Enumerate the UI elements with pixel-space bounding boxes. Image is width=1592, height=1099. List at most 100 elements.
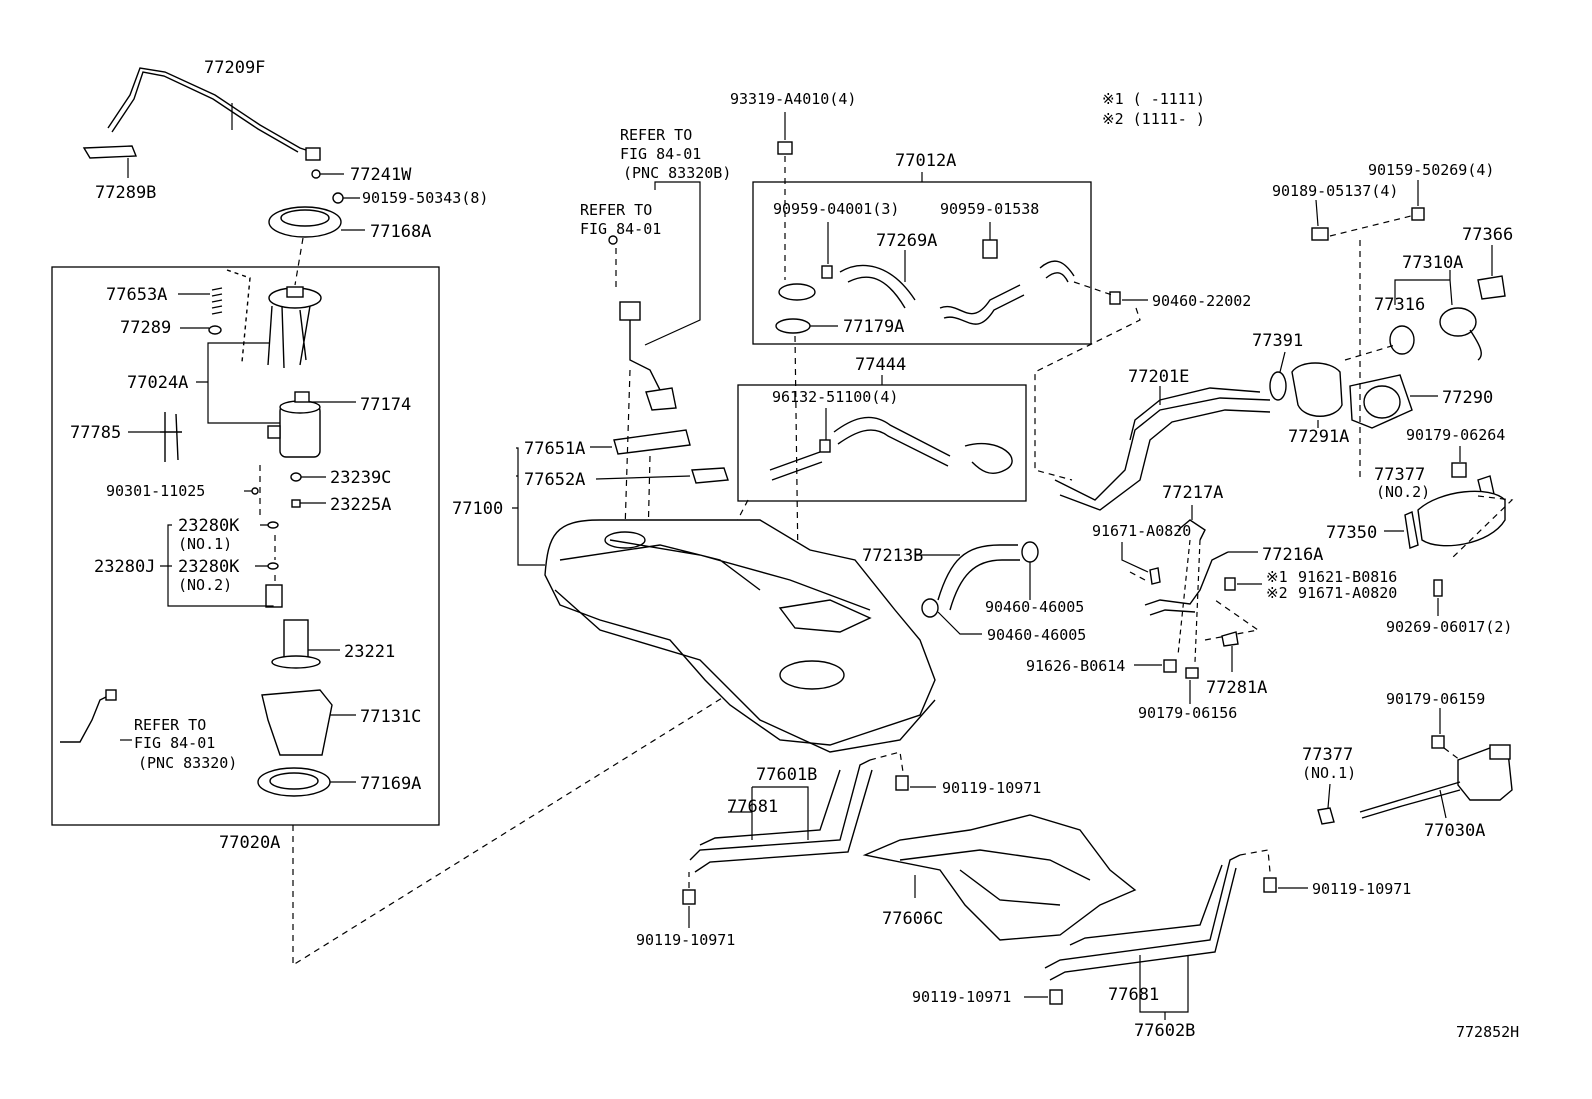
left-refer-line3: (PNC 83320) [138, 754, 237, 772]
fuel-pump-base [271, 655, 321, 669]
cushion-77377-no1 [1317, 807, 1335, 825]
dash-opener [1443, 747, 1461, 761]
leader-77310A [1394, 270, 1453, 306]
cushion-77289 [208, 325, 222, 335]
label-23239C: 23239C [330, 468, 391, 488]
screw-90189-05137 [1311, 227, 1329, 241]
label-77377-no1: 77377 [1302, 745, 1353, 765]
label-77209F: 77209F [204, 58, 265, 78]
clip-90959-04001 [821, 265, 833, 279]
clip-96132-51100 [819, 439, 831, 453]
label-23280J: 23280J [94, 557, 155, 577]
label-77024A: 77024A [127, 373, 188, 393]
hose-tail [1039, 260, 1075, 283]
dash-vent [1034, 281, 1141, 481]
label-77652A: 77652A [524, 470, 585, 490]
label-77653A: 77653A [106, 285, 167, 305]
gauge-sender-arm [629, 320, 661, 391]
leader-77601B [728, 786, 809, 840]
spring-guide-dash [226, 269, 251, 363]
label-77020A: 77020A [219, 833, 280, 853]
left-refer-line2: FIG 84-01 [134, 734, 215, 752]
label-90189-05137: 90189-05137(4) [1272, 182, 1398, 200]
tank-sender-hole [604, 531, 646, 549]
label-77213B: 77213B [862, 546, 923, 566]
filler-pipe-77201E-breather [1129, 387, 1261, 441]
assembly-77020A-box [51, 266, 440, 826]
pump-cup-77131C [261, 689, 333, 756]
label-90159-50269: 90159-50269(4) [1368, 161, 1494, 179]
pump-module-rods [267, 305, 311, 369]
label-77444: 77444 [855, 355, 906, 375]
plate-77652A [691, 467, 729, 484]
fuel-cap-tether [1469, 329, 1482, 361]
leader-77100 [512, 447, 545, 566]
label-77602B: 77602B [1134, 1021, 1195, 1041]
leader-refer1 [644, 181, 701, 346]
label-23280K-no2: 23280K [178, 557, 240, 577]
hose-77444-loop [964, 442, 1013, 474]
retainer-ring-inner [280, 209, 330, 227]
protector-77606C [862, 814, 1137, 941]
label-90959-01538: 90959-01538 [940, 200, 1039, 218]
label-77269A: 77269A [876, 231, 937, 251]
label-77131C: 77131C [360, 707, 421, 727]
sensor-wire-77209F-outline [111, 71, 299, 153]
leader-77391 [1279, 351, 1286, 373]
plate-77651A [613, 429, 691, 455]
label-77030A: 77030A [1424, 821, 1485, 841]
fuel-lid-opener-group [1317, 708, 1513, 825]
screw-90159-50269 [1411, 207, 1425, 221]
label-77377-no2: 77377 [1374, 465, 1425, 485]
label-23280K-no1: 23280K [178, 516, 240, 536]
label-77012A: 77012A [895, 151, 956, 171]
sender-wire [60, 694, 111, 743]
leader-77377-no1 [1327, 783, 1331, 809]
clip-77241W [311, 169, 321, 179]
clip-23225A [291, 499, 301, 508]
opener-connector [1489, 744, 1511, 760]
label-77216A: 77216A [1262, 545, 1323, 565]
part-labels: 77209F 77289B 77241W 90159-50343(8) 7716… [70, 58, 1519, 1041]
label-77681-right: 77681 [1108, 985, 1159, 1005]
hose-77269A-b [939, 284, 1025, 325]
top-refer1-line2: FIG 84-01 [620, 145, 701, 163]
label-77289B: 77289B [95, 183, 156, 203]
gasket-77179A [775, 318, 811, 334]
clamp-90460-46005-b [921, 598, 939, 618]
label-no1-a: (NO.1) [178, 535, 232, 553]
top-refer1-line3: (PNC 83320B) [623, 164, 731, 182]
label-90301-11025: 90301-11025 [106, 482, 205, 500]
gasket-77169A [257, 767, 331, 797]
bolt-93319 [777, 141, 793, 155]
label-77217A: 77217A [1162, 483, 1223, 503]
dash-left-to-tank [292, 689, 736, 967]
label-90179-06264: 90179-06264 [1406, 426, 1505, 444]
bracket-77289B [82, 145, 138, 159]
strap-77681-left [699, 769, 841, 846]
leader-77652A [595, 475, 691, 480]
pressure-regulator-77174 [294, 391, 310, 403]
sensor-wire-77209F [107, 67, 313, 153]
dash-bracket [1129, 571, 1260, 641]
fuel-tank-77100 [544, 519, 936, 753]
tank-channel [778, 599, 872, 633]
label-90119-10971-d: 90119-10971 [912, 988, 1011, 1006]
holder-77366 [1477, 275, 1506, 300]
note-1: ※1 ( -1111) [1102, 90, 1205, 108]
dash-filler [1329, 214, 1416, 480]
top-refer2-line2: FIG 84-01 [580, 220, 661, 238]
bolt-refer2 [608, 235, 618, 245]
leader-77602B [1139, 955, 1189, 1020]
oring-23280K-no2 [267, 562, 279, 570]
bracket-77217A [1177, 519, 1206, 541]
clamp-77281A [1221, 631, 1239, 647]
label-90179-06159: 90179-06159 [1386, 690, 1485, 708]
label-90460-46005-a: 90460-46005 [985, 598, 1084, 616]
label-no2-b: (NO.2) [1376, 483, 1430, 501]
dash-strap-right [1239, 849, 1271, 873]
gauge-float [645, 387, 677, 411]
label-77201E: 77201E [1128, 367, 1189, 387]
hose-77444-left [769, 451, 823, 481]
